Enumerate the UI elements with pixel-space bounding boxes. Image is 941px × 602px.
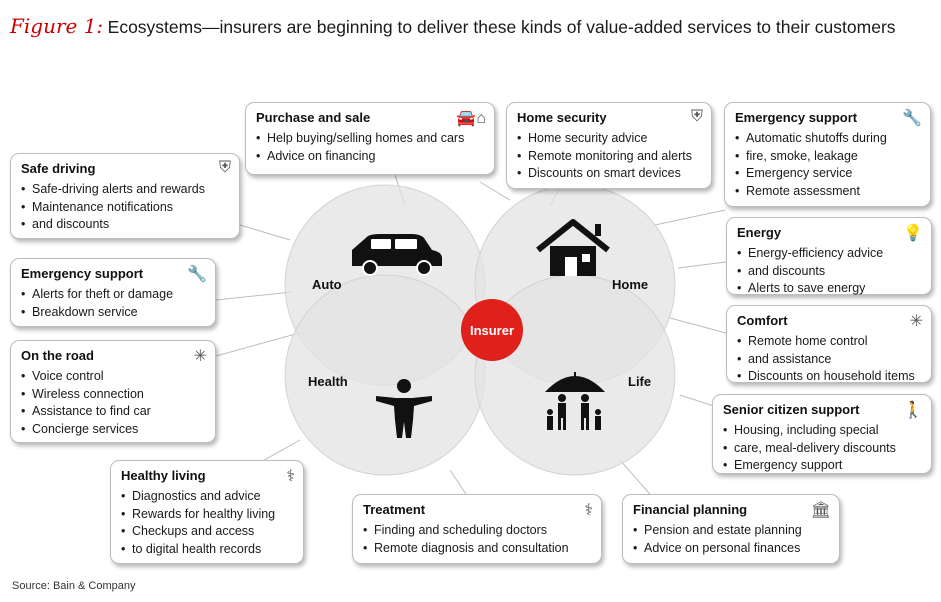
list-item: Emergency support: [723, 457, 921, 475]
box-title: Comfort: [737, 313, 788, 328]
list-item: Wireless connection: [21, 386, 205, 404]
box-title: On the road: [21, 348, 94, 363]
sparkle-icon: ✳: [193, 348, 207, 365]
health-label: Health: [308, 374, 348, 389]
box-title: Treatment: [363, 502, 426, 517]
figure-title-text: Ecosystems—insurers are beginning to del…: [107, 17, 896, 37]
treatment-box: ⚕ Treatment Finding and scheduling docto…: [352, 494, 602, 564]
list-item: Help buying/selling homes and cars: [256, 130, 484, 148]
list-item: Home security advice: [517, 130, 701, 148]
list-item: Emergency service: [735, 165, 920, 183]
home-label: Home: [612, 277, 648, 292]
list-item: Finding and scheduling doctors: [363, 522, 591, 540]
house-icon: [536, 219, 610, 276]
stethoscope-icon: ⚕: [286, 468, 295, 485]
list-item: Alerts for theft or damage: [21, 286, 205, 304]
box-title: Home security: [517, 110, 607, 125]
shield-icon: ⛨: [218, 159, 231, 176]
box-title: Senior citizen support: [723, 402, 860, 417]
list-item: care, meal-delivery discounts: [723, 440, 921, 458]
list-item: Automatic shutoffs during: [735, 130, 920, 148]
list-item: Advice on personal finances: [633, 540, 829, 558]
box-title: Safe driving: [21, 161, 96, 176]
home-security-box: ⛨ Home security Home security advice Rem…: [506, 102, 712, 189]
box-title: Energy: [737, 225, 782, 240]
list-item: to digital health records: [121, 541, 293, 559]
car-icon: [352, 234, 442, 276]
list-item: Energy-efficiency advice: [737, 245, 921, 263]
human-figure-icon: [376, 379, 432, 438]
figure-title: Figure 1: Ecosystems—insurers are beginn…: [10, 14, 896, 38]
list-item: and discounts: [21, 216, 229, 234]
family-umbrella-icon: [545, 372, 605, 430]
healthy-living-box: ⚕ Healthy living Diagnostics and advice …: [110, 460, 304, 564]
list-item: Discounts on household items: [737, 368, 921, 386]
box-title: Healthy living: [121, 468, 206, 483]
center-insurer: Insurer: [461, 299, 523, 361]
list-item: Safe-driving alerts and rewards: [21, 181, 229, 199]
energy-box: 💡 Energy Energy-efficiency advice and di…: [726, 217, 932, 298]
comfort-box: ✳ Comfort Remote home control and assist…: [726, 305, 932, 386]
list-item: Checkups and access: [121, 523, 293, 541]
sparkle-icon: ✳: [909, 313, 923, 330]
list-item: Breakdown service: [21, 304, 205, 322]
emergency-support-home-box: 🔧 Emergency support Automatic shutoffs d…: [724, 102, 931, 207]
list-item: Remote monitoring and alerts: [517, 148, 701, 166]
auto-label: Auto: [312, 277, 342, 292]
elderly-couple-icon: 🚶: [903, 402, 923, 419]
figure-number: Figure 1:: [10, 14, 104, 38]
bank-icon: 🏛: [810, 502, 831, 519]
life-label: Life: [628, 374, 651, 389]
box-title: Financial planning: [633, 502, 748, 517]
list-item: Discounts on smart devices: [517, 165, 701, 183]
box-title: Purchase and sale: [256, 110, 371, 125]
shield-icon: ⛨: [690, 108, 703, 125]
senior-citizen-support-box: 🚶 Senior citizen support Housing, includ…: [712, 394, 932, 474]
list-item: Maintenance notifications: [21, 199, 229, 217]
insurer-label: Insurer: [470, 323, 514, 338]
list-item: Housing, including special: [723, 422, 921, 440]
list-item: Pension and estate planning: [633, 522, 829, 540]
source-note: Source: Bain & Company: [12, 580, 136, 592]
list-item: Remote home control: [737, 333, 921, 351]
list-item: Voice control: [21, 368, 205, 386]
wrench-icon: 🔧: [187, 266, 207, 283]
list-item: fire, smoke, leakage: [735, 148, 920, 166]
list-item: Advice on financing: [256, 148, 484, 166]
list-item: and assistance: [737, 351, 921, 369]
list-item: Remote diagnosis and consultation: [363, 540, 591, 558]
financial-planning-box: 🏛 Financial planning Pension and estate …: [622, 494, 840, 564]
list-item: Concierge services: [21, 421, 205, 439]
car-and-house-icon: 🚘⌂: [456, 110, 486, 127]
caduceus-icon: ⚕: [584, 502, 593, 519]
list-item: Diagnostics and advice: [121, 488, 293, 506]
box-title: Emergency support: [21, 266, 144, 281]
safe-driving-box: ⛨ Safe driving Safe-driving alerts and r…: [10, 153, 240, 239]
list-item: Assistance to find car: [21, 403, 205, 421]
box-title: Emergency support: [735, 110, 858, 125]
emergency-support-auto-box: 🔧 Emergency support Alerts for theft or …: [10, 258, 216, 327]
list-item: and discounts: [737, 263, 921, 281]
list-item: Remote assessment: [735, 183, 920, 201]
wrench-icon: 🔧: [902, 110, 922, 127]
on-the-road-box: ✳ On the road Voice control Wireless con…: [10, 340, 216, 443]
purchase-and-sale-box: 🚘⌂ Purchase and sale Help buying/selling…: [245, 102, 495, 175]
list-item: Rewards for healthy living: [121, 506, 293, 524]
light-bulb-icon: 💡: [903, 225, 923, 242]
list-item: Alerts to save energy: [737, 280, 921, 298]
